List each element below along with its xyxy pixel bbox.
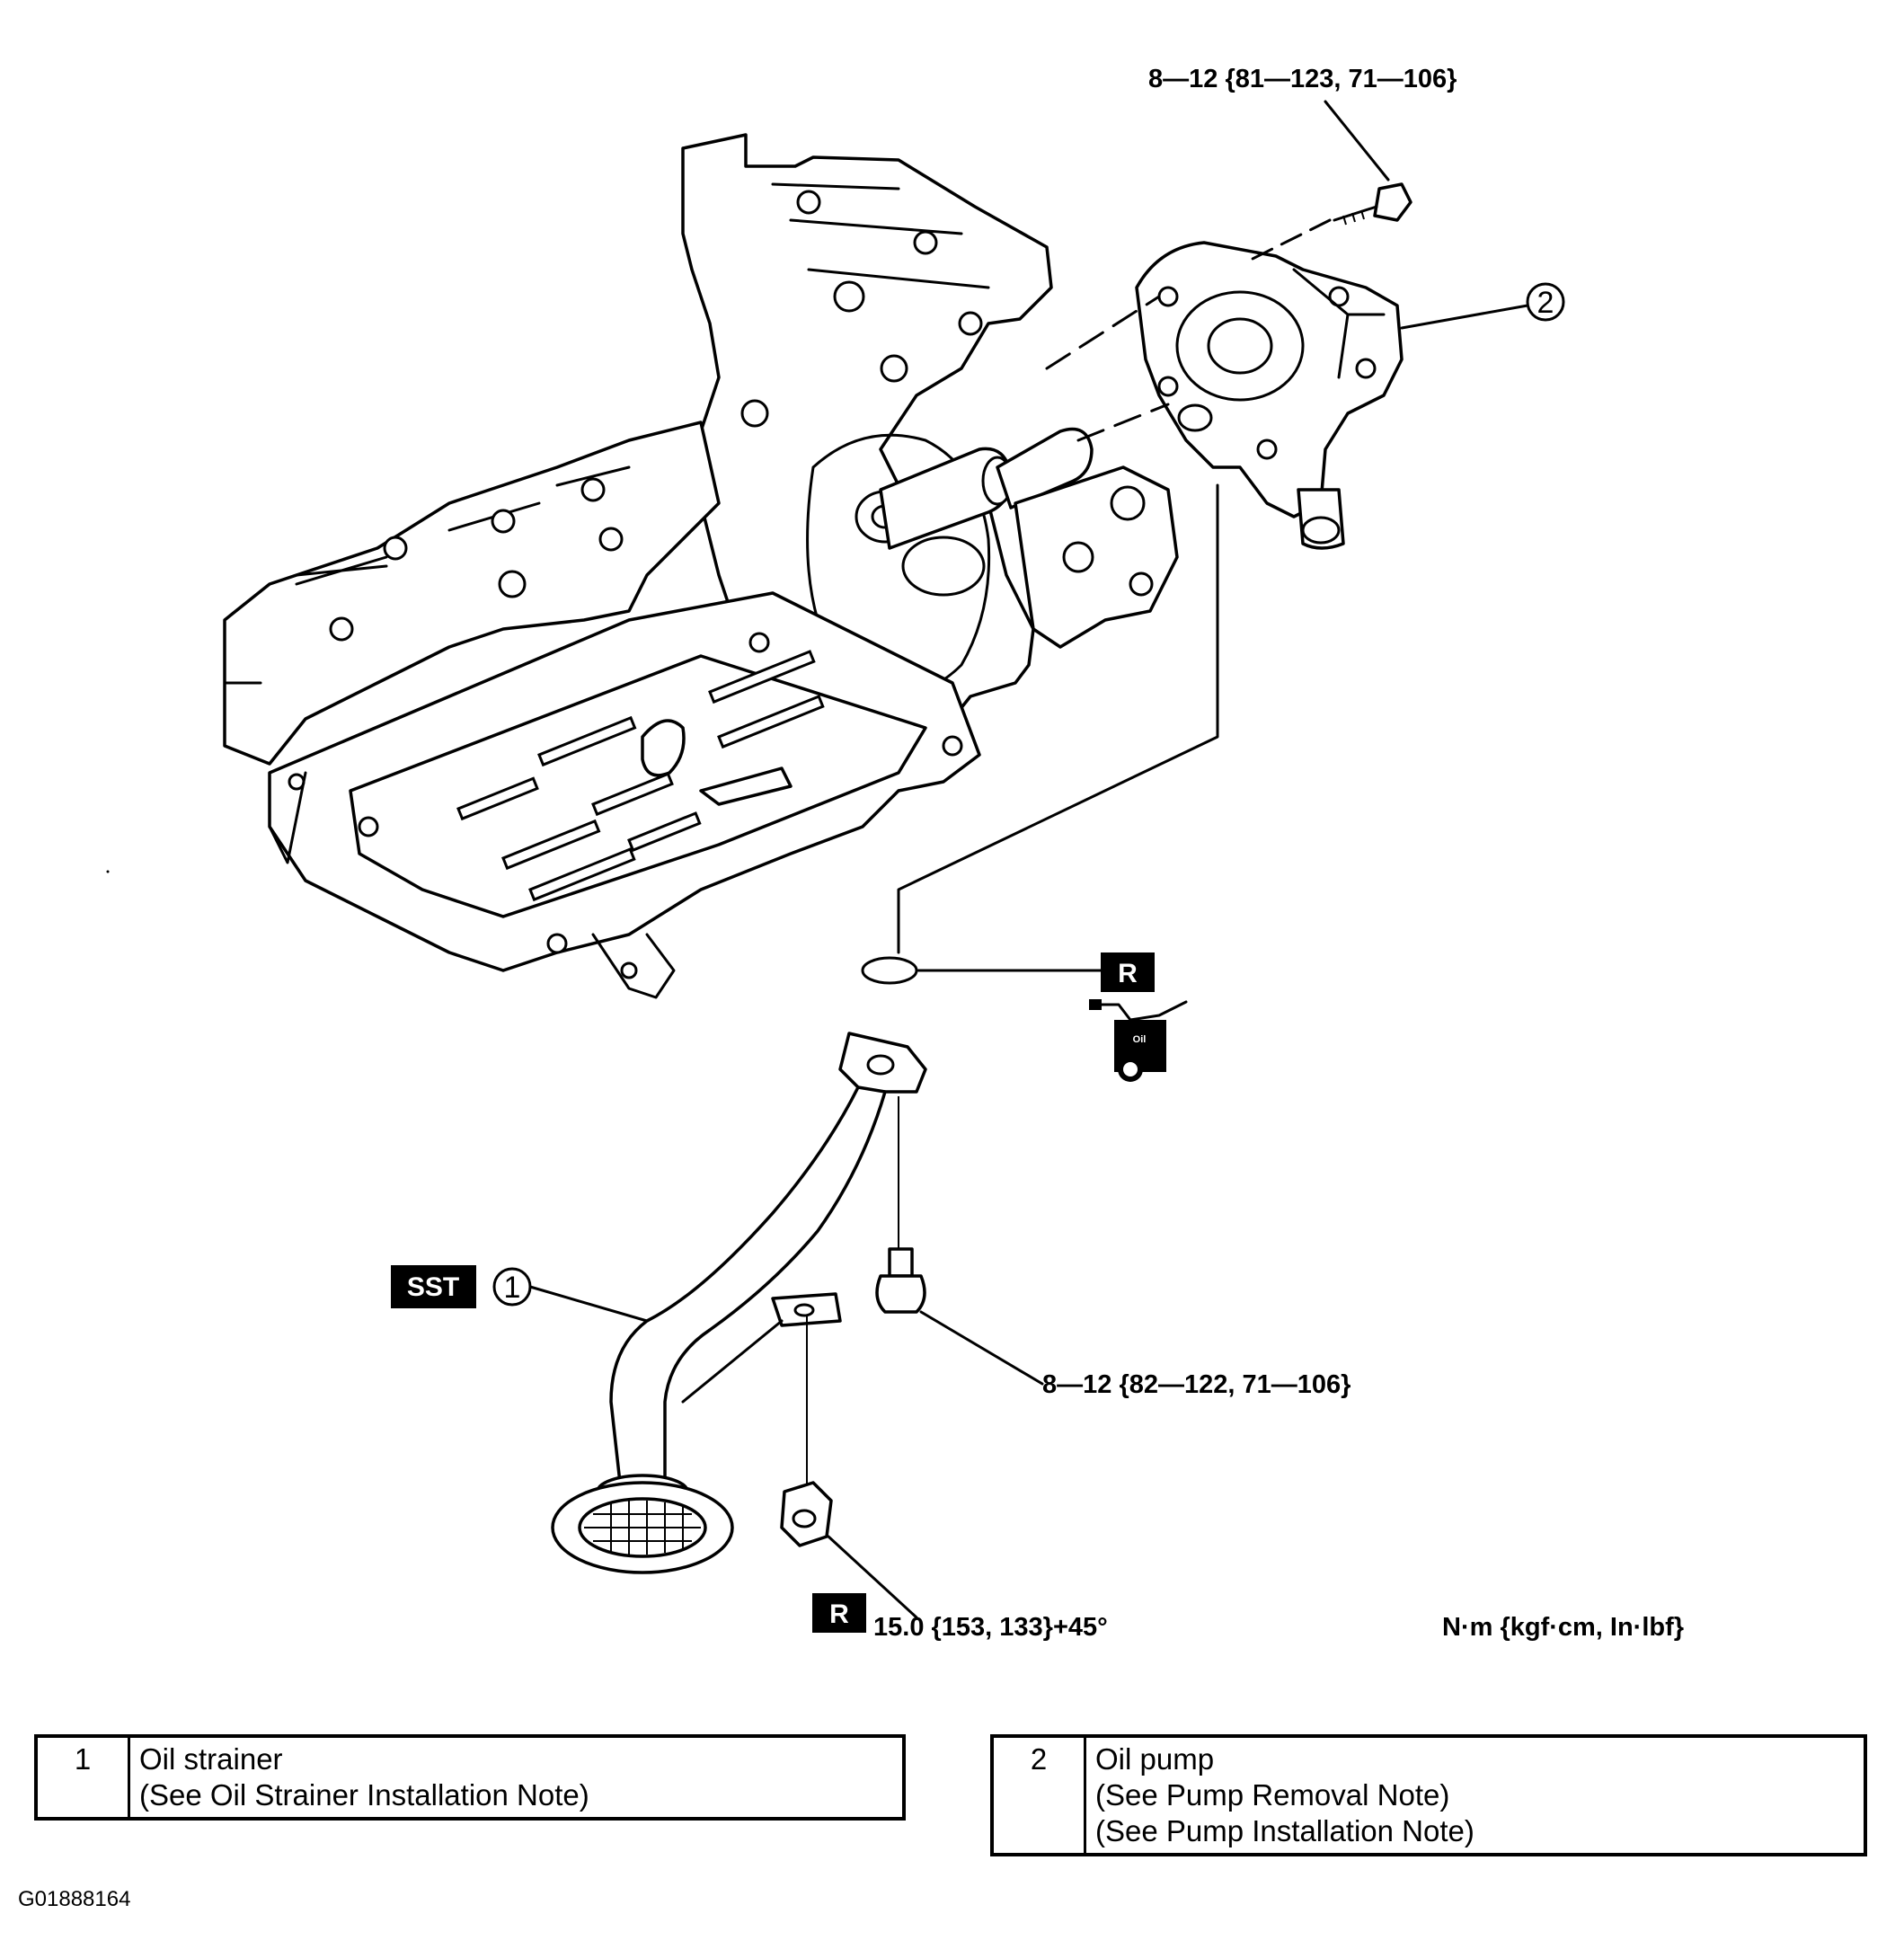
legend-note: (See Pump Removal Note) bbox=[1095, 1778, 1450, 1812]
oil-can-icon: Oil bbox=[1089, 999, 1188, 1082]
o-ring bbox=[861, 956, 918, 985]
oil-can-label: Oil bbox=[1133, 1034, 1147, 1045]
legend-number: 2 bbox=[990, 1734, 1086, 1856]
strainer-mesh bbox=[584, 1501, 701, 1555]
legend-row: 1 Oil strainer (See Oil Strainer Install… bbox=[34, 1734, 906, 1821]
torque-spec-pump-bolt: 8—12 {81—123, 71—106} bbox=[1148, 65, 1457, 93]
stray-dot bbox=[106, 870, 110, 873]
replace-badge-nut bbox=[812, 1593, 866, 1633]
legend-note: (See Oil Strainer Installation Note) bbox=[139, 1778, 589, 1812]
torque-units-label: N·m {kgf·cm, In·lbf} bbox=[1442, 1613, 1684, 1642]
legend-part-name: Oil pump bbox=[1095, 1742, 1215, 1776]
legend-description: Oil pump (See Pump Removal Note) (See Pu… bbox=[1084, 1734, 1867, 1856]
legend-number: 1 bbox=[34, 1734, 130, 1821]
strainer-bracket-nut bbox=[780, 1316, 833, 1547]
torque-spec-strainer-bolt: 8—12 {82—122, 71—106} bbox=[1042, 1370, 1351, 1399]
pan-bolts bbox=[288, 632, 963, 979]
pump-bolt-drawing bbox=[1333, 182, 1413, 226]
callout-1-number: 1 bbox=[504, 1271, 521, 1305]
torque-spec-strainer-nut: 15.0 {153, 133}+45° bbox=[873, 1613, 1108, 1642]
oil-pump-drawing bbox=[1135, 241, 1404, 550]
engine-block-drawing bbox=[223, 133, 1179, 999]
replace-badge-o-ring bbox=[1101, 952, 1155, 992]
legend-description: Oil strainer (See Oil Strainer Installat… bbox=[128, 1734, 906, 1821]
legend-note: (See Pump Installation Note) bbox=[1095, 1814, 1474, 1847]
legend-part-name: Oil strainer bbox=[139, 1742, 283, 1776]
legend-row: 2 Oil pump (See Pump Removal Note) (See … bbox=[990, 1734, 1867, 1856]
figure-id: G01888164 bbox=[18, 1887, 131, 1911]
oil-strainer-drawing bbox=[551, 1032, 927, 1574]
replace-badge-nut-text: R bbox=[829, 1599, 849, 1629]
replace-badge-o-ring-text: R bbox=[1118, 959, 1138, 988]
callout-2-number: 2 bbox=[1537, 286, 1554, 320]
legend-table-item-2: 2 Oil pump (See Pump Removal Note) (See … bbox=[990, 1734, 1867, 1856]
legend-table-item-1: 1 Oil strainer (See Oil Strainer Install… bbox=[34, 1734, 906, 1821]
strainer-flange-bolt bbox=[875, 1096, 926, 1314]
callout-2-circle bbox=[1526, 282, 1565, 322]
baffle-slots bbox=[456, 650, 825, 902]
sst-badge bbox=[391, 1265, 476, 1308]
sst-badge-text: SST bbox=[407, 1272, 459, 1302]
